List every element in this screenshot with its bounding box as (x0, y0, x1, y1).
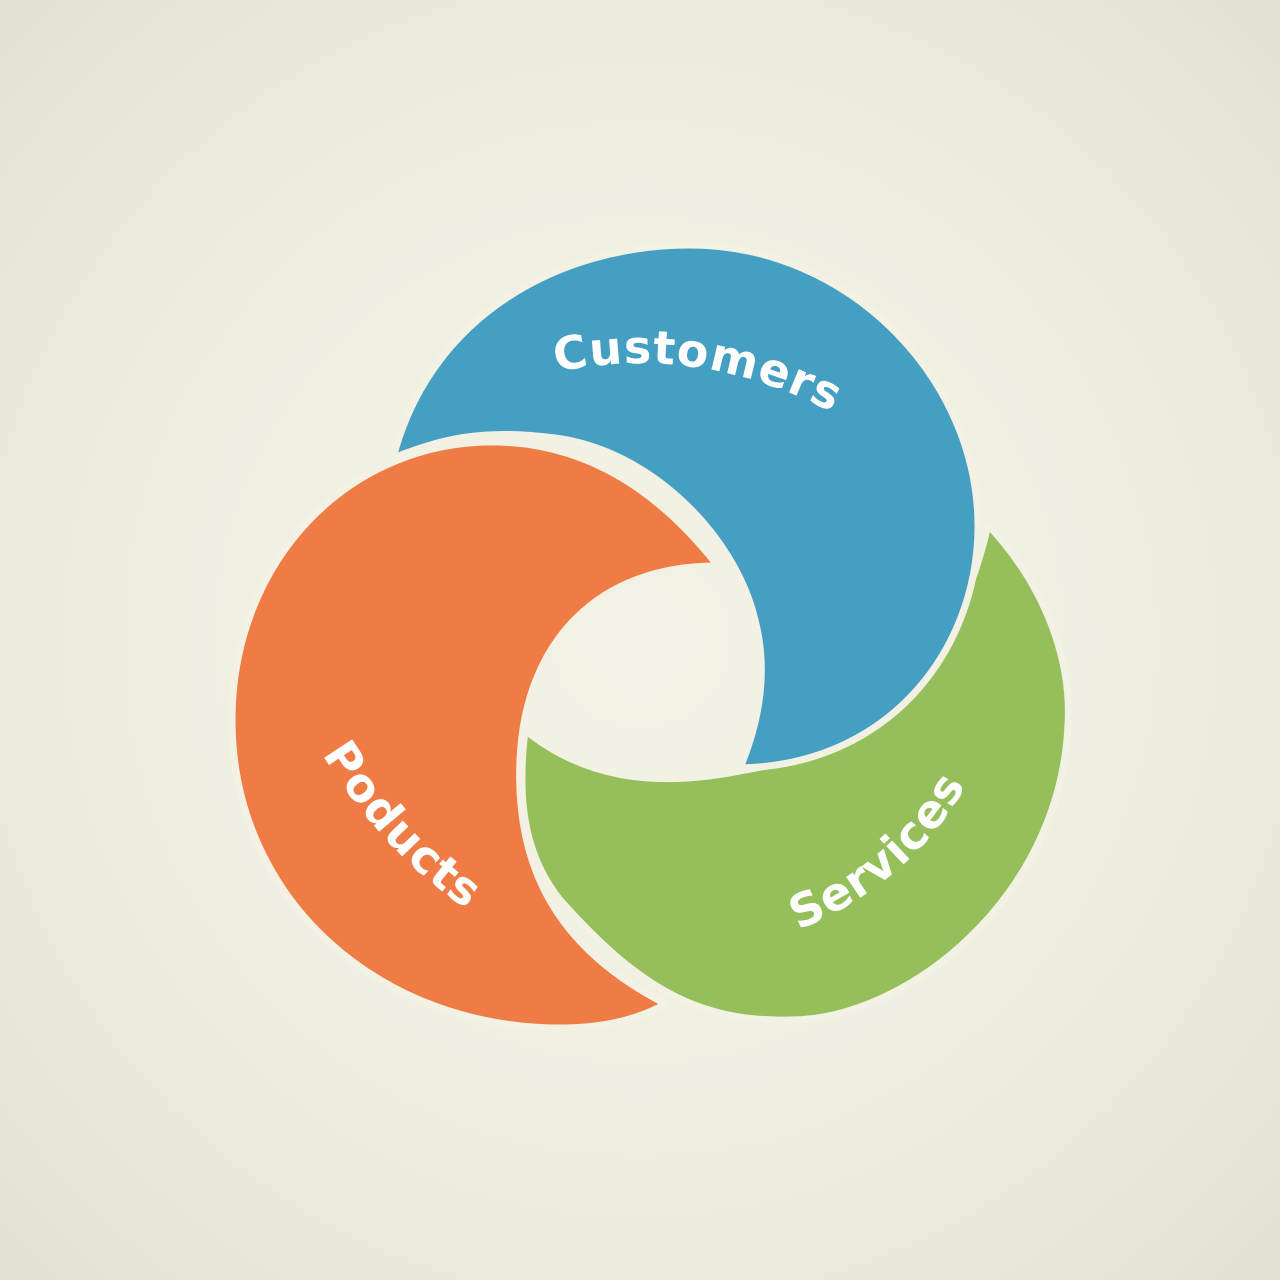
products-segment (228, 438, 722, 1032)
customers-segment (389, 241, 982, 772)
